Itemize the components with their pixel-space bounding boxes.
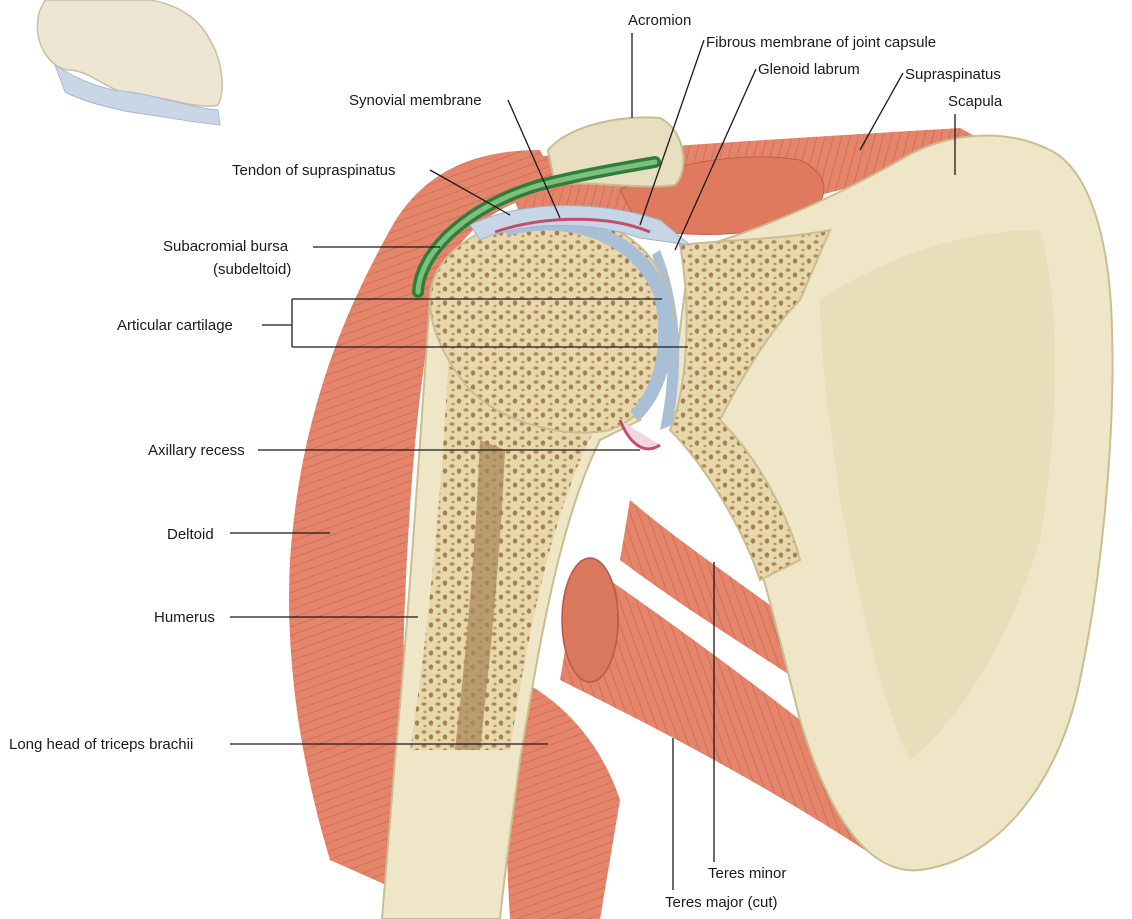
axillary-recess-fold: [620, 420, 660, 449]
label-fibrous-membrane: Fibrous membrane of joint capsule: [706, 34, 936, 51]
label-subacromial-bursa-sub: (subdeltoid): [213, 261, 291, 278]
label-deltoid: Deltoid: [167, 526, 214, 543]
label-scapula: Scapula: [948, 93, 1003, 110]
label-acromion: Acromion: [628, 12, 691, 29]
label-axillary-recess: Axillary recess: [148, 442, 245, 459]
label-synovial-membrane: Synovial membrane: [349, 92, 482, 109]
label-glenoid-labrum: Glenoid labrum: [758, 61, 860, 78]
label-articular-cartilage: Articular cartilage: [117, 317, 233, 334]
label-supraspinatus: Supraspinatus: [905, 66, 1001, 83]
label-long-head-triceps: Long head of triceps brachii: [9, 736, 193, 753]
label-tendon-supraspinatus: Tendon of supraspinatus: [232, 162, 395, 179]
label-subacromial-bursa: Subacromial bursa: [163, 238, 289, 255]
label-humerus: Humerus: [154, 609, 215, 626]
label-teres-minor: Teres minor: [708, 865, 786, 882]
label-teres-major: Teres major (cut): [665, 894, 778, 911]
inset-scapula-thumbnail: [37, 0, 222, 125]
teres-major-cut-end: [562, 558, 618, 682]
